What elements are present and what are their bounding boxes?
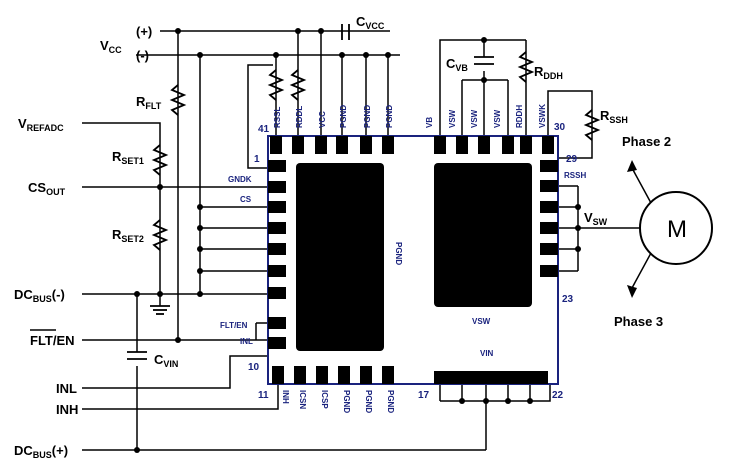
pin-number-11: 11 xyxy=(258,390,269,401)
inh-label: INH xyxy=(56,402,78,417)
ic-side-pin-labels: GNDK CS FLT/EN INL RSSH PGND VSW VIN xyxy=(220,171,586,358)
ic-top-pin-labels: RSSL RDDL VCC PGND PGND PGND VB VSW VSW … xyxy=(273,104,547,128)
ic-package xyxy=(267,135,559,385)
pgnd-pad-label: PGND xyxy=(394,242,403,265)
pin-icsp: ICSP xyxy=(320,390,329,409)
pin-number-17: 17 xyxy=(418,390,430,401)
csout-label: CSOUT xyxy=(28,180,66,197)
rddh-label: RDDH xyxy=(534,64,563,81)
top-pins xyxy=(270,136,554,154)
pin-vsw: VSW xyxy=(448,109,457,128)
pin-pgnd: PGND xyxy=(364,390,373,413)
inl-label: INL xyxy=(56,381,77,396)
pin-vsw: VSW xyxy=(470,109,479,128)
left-pins xyxy=(268,160,286,349)
rset2-label: RSET2 xyxy=(112,227,144,244)
vin-pad xyxy=(434,371,548,384)
pin-pgnd: PGND xyxy=(386,390,395,413)
dcbus-neg-label: DCBUS(-) xyxy=(14,287,65,304)
pin-rssl: RSSL xyxy=(273,107,282,128)
rssh-label: RSSH xyxy=(600,108,628,125)
pin-inl: INL xyxy=(240,337,253,346)
phase3-label: Phase 3 xyxy=(614,314,663,329)
motor-circle xyxy=(639,191,713,265)
pin-number-29: 29 xyxy=(566,154,578,165)
rflt-label: RFLT xyxy=(136,94,162,111)
motor-label: M xyxy=(667,216,687,243)
pin-gndk: GNDK xyxy=(228,175,252,184)
pin-vsw: VSW xyxy=(493,109,502,128)
pin-pgnd: PGND xyxy=(339,105,348,128)
supply-plus-label: (+) xyxy=(136,24,152,39)
pin-rddh: RDDH xyxy=(515,105,524,128)
pin-number-23: 23 xyxy=(562,294,574,305)
pin-vb: VB xyxy=(425,117,434,128)
phase2-label: Phase 2 xyxy=(622,134,671,149)
vsw-label: VSW xyxy=(584,210,608,227)
pin-pgnd: PGND xyxy=(363,105,372,128)
pin-number-30: 30 xyxy=(554,122,566,133)
pgnd-pad xyxy=(296,163,384,351)
pin-number-41: 41 xyxy=(258,124,270,135)
pin-flt-en: FLT/EN xyxy=(220,321,248,330)
rset1-label: RSET1 xyxy=(112,149,144,166)
cvb-label: CVB xyxy=(446,56,468,73)
pin-vcc: VCC xyxy=(318,111,327,128)
pin-number-1: 1 xyxy=(254,154,260,165)
vin-pad-label: VIN xyxy=(480,349,494,358)
passive-symbols xyxy=(127,24,601,360)
pin-pgnd: PGND xyxy=(385,105,394,128)
ic-bottom-pin-labels: INH ICSN ICSP PGND PGND PGND xyxy=(281,390,395,413)
cvcc-label: CVCC xyxy=(356,14,385,31)
signal-labels: VCC (+) (-) CVCC RFLT RSET1 RSET2 CVIN C… xyxy=(14,14,628,460)
flt-en-label: FLT/EN xyxy=(30,333,75,348)
pin-cs: CS xyxy=(240,195,252,204)
pin-rddl: RDDL xyxy=(295,106,304,128)
bottom-pins xyxy=(272,366,394,384)
phase2-arrow-icon xyxy=(627,160,637,172)
phase3-arrow-icon xyxy=(627,285,637,298)
pin-icsn: ICSN xyxy=(298,390,307,409)
junction-dots xyxy=(134,28,581,453)
pin-rssh: RSSH xyxy=(564,171,586,180)
right-pins xyxy=(540,160,558,277)
ic-pin-numbers: 41 1 10 11 17 22 23 29 30 xyxy=(248,122,578,401)
pin-pgnd: PGND xyxy=(342,390,351,413)
motor: M Phase 2 Phase 3 xyxy=(614,134,713,329)
wiring xyxy=(82,30,640,451)
pin-number-10: 10 xyxy=(248,362,260,373)
vsw-pad-label: VSW xyxy=(472,317,491,326)
vrefadc-label: VREFADC xyxy=(18,116,64,133)
dcbus-pos-label: DCBUS(+) xyxy=(14,443,68,460)
vcc-label: VCC xyxy=(100,38,122,55)
vsw-pad xyxy=(434,163,532,307)
pin-inh: INH xyxy=(281,390,290,404)
cvin-label: CVIN xyxy=(154,352,178,369)
pin-vswk: VSWK xyxy=(538,104,547,128)
pin-number-22: 22 xyxy=(552,390,564,401)
supply-minus-label: (-) xyxy=(136,48,149,63)
